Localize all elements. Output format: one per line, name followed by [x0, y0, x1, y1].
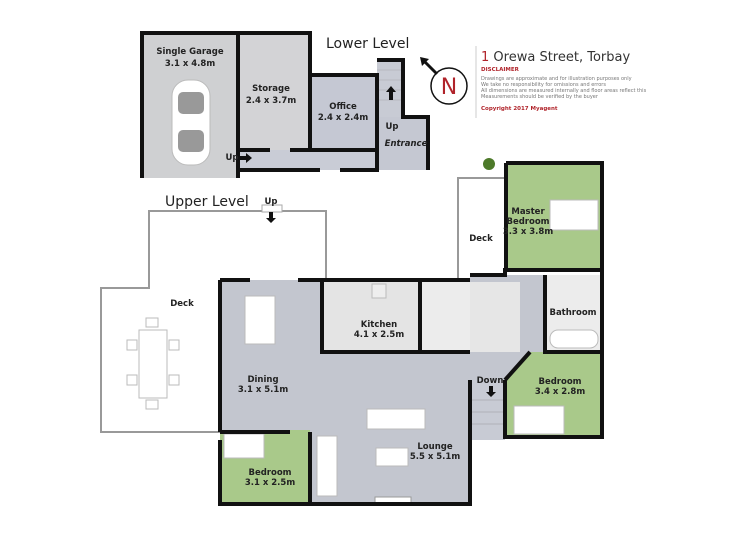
room-name: Single Garage — [156, 47, 224, 57]
room-size: 2.4 x 2.4m — [318, 113, 369, 123]
entrance-floor — [377, 117, 428, 170]
title-block: N 1 Orewa Street, Torbay DISCLAIMER Draw… — [420, 46, 647, 118]
stair-treads — [470, 399, 505, 425]
compass-letter: N — [441, 75, 457, 100]
disclaimer-line: Measurements should be verified by the b… — [481, 94, 599, 100]
kitchen-floor — [322, 282, 420, 352]
deck-outline — [100, 210, 327, 433]
up-label: Up — [265, 197, 278, 207]
room-name: Dining — [247, 375, 278, 385]
room-name: Bathroom — [549, 308, 596, 318]
room-name: Master — [511, 207, 545, 217]
room-name: Kitchen — [361, 320, 397, 330]
room-size: 4.1 x 2.5m — [354, 330, 405, 340]
disclaimer-line: We take no responsibility for omissions … — [481, 82, 606, 88]
arrow-down-icon — [266, 212, 276, 223]
laundry-floor — [420, 282, 470, 352]
lower-level-heading: Lower Level — [326, 36, 409, 52]
down-label: Down — [477, 376, 504, 386]
room-size: 3.1 x 4.8m — [165, 59, 216, 69]
compass-icon: N — [420, 57, 468, 105]
corridor-floor — [238, 150, 377, 170]
arrow-down-icon — [486, 386, 496, 397]
upper-walls — [218, 161, 604, 506]
lower-walls — [140, 31, 430, 178]
stairs-down — [470, 380, 505, 440]
street-number: 1 — [481, 50, 489, 65]
plant-icon — [483, 158, 495, 170]
office-floor — [310, 75, 377, 150]
storage-floor — [238, 33, 310, 150]
room-name: Storage — [252, 84, 290, 94]
upper-level: Upper Level Up — [100, 158, 604, 506]
lower-level: Single Garage 3.1 x 4.8m Storage 2.4 x 3… — [140, 31, 430, 178]
copyright: Copyright 2017 Myagent — [481, 106, 558, 112]
up-label: Up — [226, 153, 239, 163]
room-name: Bedroom — [506, 217, 549, 227]
disclaimer-heading: DISCLAIMER — [481, 67, 520, 73]
room-size: 3.1 x 2.5m — [245, 478, 296, 488]
disclaimer-line: Drawings are approximate and for illustr… — [481, 76, 632, 82]
room-name: Entrance — [385, 139, 428, 149]
room-size: 5.5 x 5.1m — [410, 452, 461, 462]
room-size: 2.4 x 3.7m — [246, 96, 297, 106]
upper-level-heading: Upper Level — [165, 194, 249, 210]
deck-outline — [457, 177, 506, 280]
arrow-up-icon — [236, 153, 252, 163]
outdoor-table — [126, 317, 180, 410]
toilet-floor — [470, 282, 520, 352]
room-name: Office — [329, 102, 357, 112]
room-size: 3.4 x 2.8m — [535, 387, 586, 397]
svg-text:1 Orewa Street, Torbay: 1 Orewa Street, Torbay — [481, 50, 630, 65]
room-name: Bedroom — [248, 468, 291, 478]
room-name: Deck — [170, 299, 194, 309]
room-name: Bedroom — [538, 377, 581, 387]
room-name: Deck — [469, 234, 493, 244]
address: Orewa Street, Torbay — [493, 50, 630, 65]
room-size: 3.3 x 3.8m — [503, 227, 554, 237]
car-icon — [171, 79, 211, 166]
arrow-up-icon — [386, 86, 396, 100]
disclaimer-line: All dimensions are measured internally a… — [481, 88, 647, 94]
room-size: 3.1 x 5.1m — [238, 385, 289, 395]
room-name: Lounge — [417, 442, 452, 452]
furniture — [223, 199, 599, 497]
up-label: Up — [386, 122, 399, 132]
